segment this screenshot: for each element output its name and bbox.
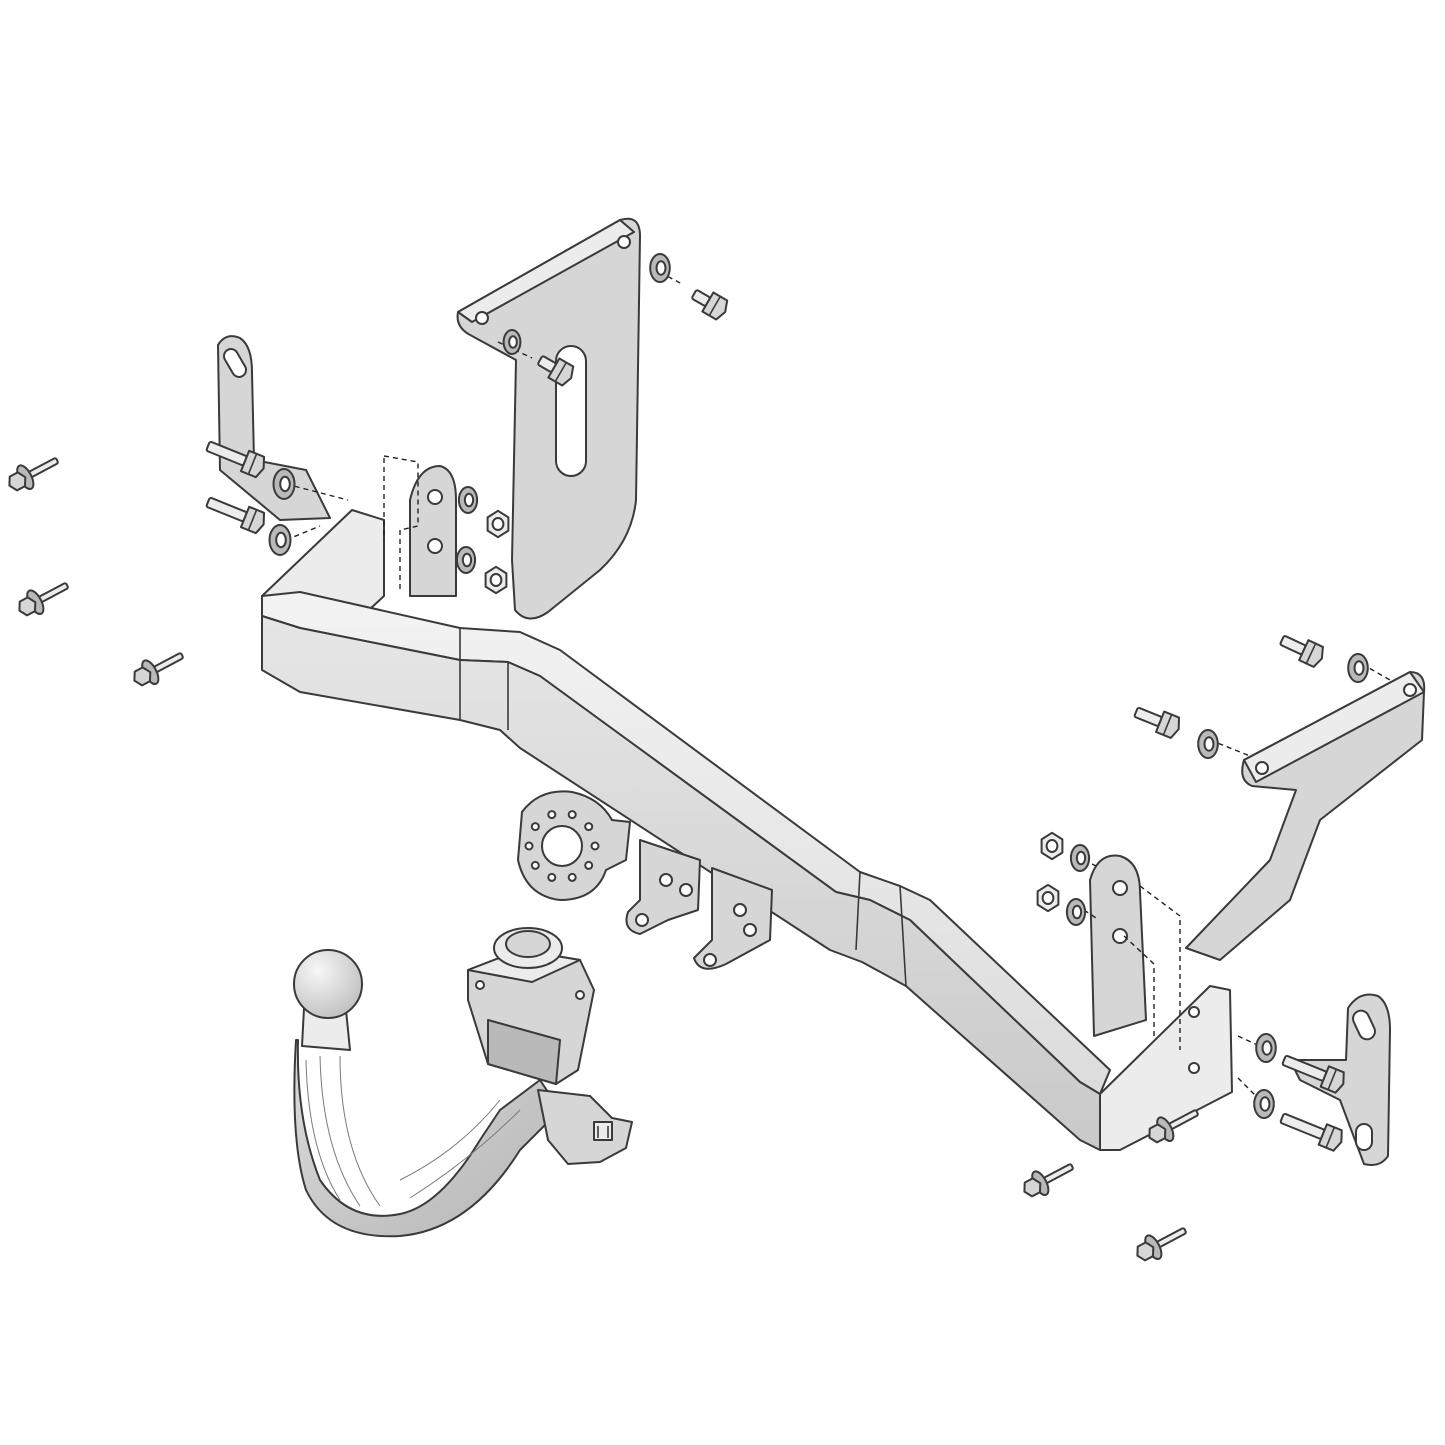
socket-pin-hole xyxy=(547,810,557,820)
fasteners xyxy=(8,253,1369,1262)
hex-bolt-icon xyxy=(537,355,575,387)
socket-pin-hole xyxy=(524,841,534,851)
hex-bolt-icon xyxy=(205,496,266,535)
crossbar xyxy=(261,509,1233,1151)
tow-ball xyxy=(293,927,633,1238)
left-bracket xyxy=(456,217,641,620)
hex-nut-icon xyxy=(484,565,508,595)
socket-pin-hole xyxy=(590,841,600,851)
socket-pin-hole xyxy=(547,872,557,882)
socket-pin-hole xyxy=(567,810,577,820)
left-slim-bracket xyxy=(217,335,331,521)
washer-icon xyxy=(1197,729,1219,759)
assembly-guides xyxy=(285,267,1391,1105)
left-tab xyxy=(409,465,457,597)
washer-icon xyxy=(457,486,479,514)
socket-pin-hole xyxy=(584,822,594,832)
washer-icon xyxy=(455,546,477,574)
hanging-tabs xyxy=(625,839,773,970)
hex-nut-icon xyxy=(1036,883,1060,913)
socket-pin-hole xyxy=(530,860,540,870)
washer-icon xyxy=(502,329,522,355)
washer-icon xyxy=(1347,653,1369,683)
socket-plate xyxy=(517,790,631,901)
flange-screw-icon xyxy=(1136,1227,1187,1262)
washer-icon xyxy=(1065,898,1087,926)
hex-bolt-icon xyxy=(691,289,729,321)
hex-bolt-icon xyxy=(1133,706,1181,739)
hex-bolt-icon xyxy=(1279,1112,1343,1152)
washer-icon xyxy=(272,468,296,500)
washer-icon xyxy=(268,524,292,556)
washer-icon xyxy=(649,253,671,283)
washer-icon xyxy=(1069,844,1091,872)
hex-bolt-icon xyxy=(1279,635,1324,668)
flange-screw-icon xyxy=(1023,1163,1074,1198)
hex-bolt-icon xyxy=(205,440,266,479)
right-bracket xyxy=(1185,671,1426,961)
flange-screw-icon xyxy=(133,652,184,687)
socket-pin-hole xyxy=(530,822,540,832)
washer-icon xyxy=(1255,1033,1277,1063)
hex-bolt-icon xyxy=(1281,1054,1345,1094)
hex-nut-icon xyxy=(1040,831,1064,861)
socket-pin-hole xyxy=(567,872,577,882)
flange-screw-icon xyxy=(1148,1109,1199,1144)
flange-screw-icon xyxy=(8,457,59,492)
hex-nut-icon xyxy=(486,509,510,539)
washer-icon xyxy=(1253,1089,1275,1119)
flange-screw-icon xyxy=(18,582,69,617)
right-tab xyxy=(1089,854,1147,1037)
socket-pin-hole xyxy=(584,860,594,870)
